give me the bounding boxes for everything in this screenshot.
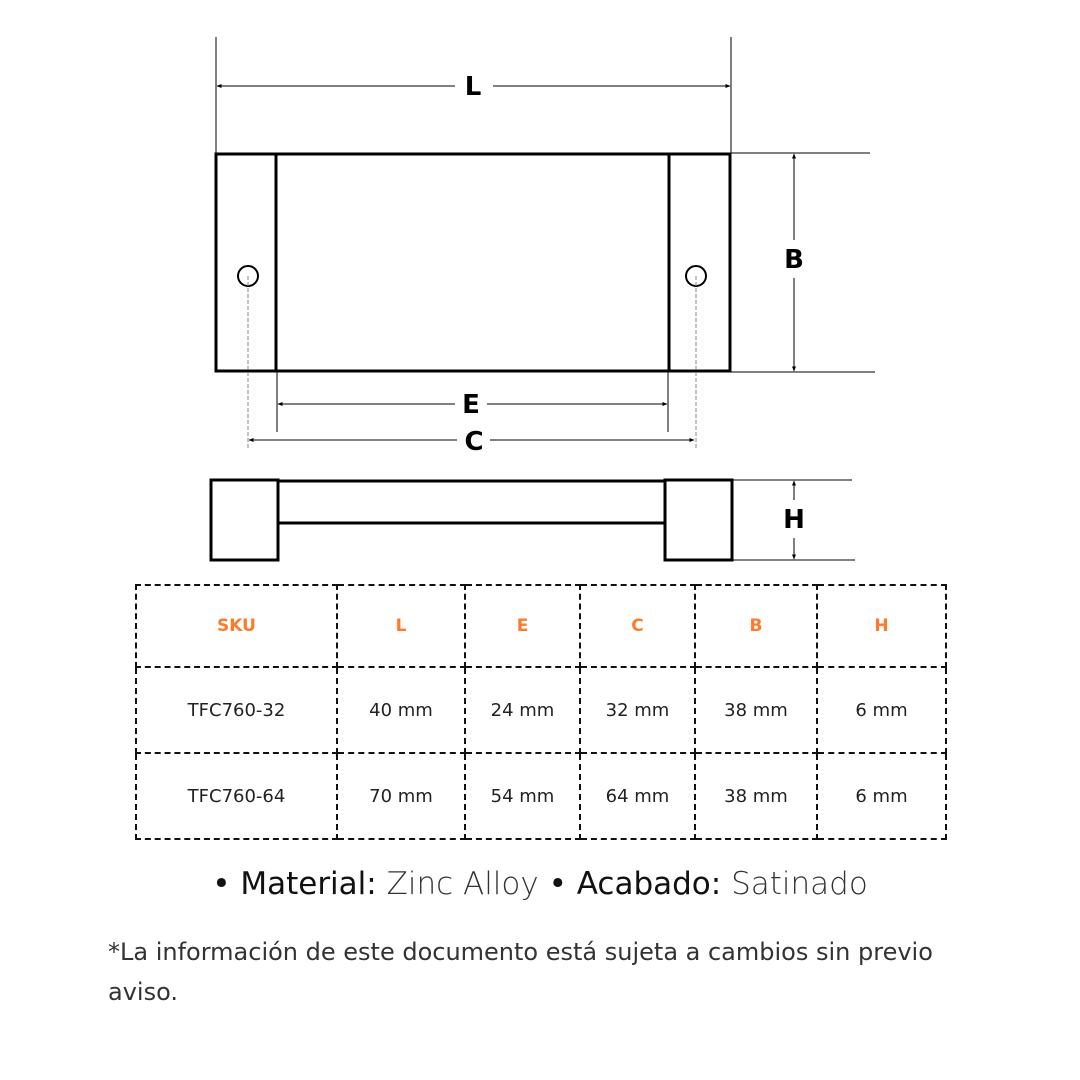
top-view [214, 152, 732, 373]
dimension-E [276, 371, 669, 432]
table-cell: 54 mm [464, 752, 581, 840]
table-cell: TFC760-64 [135, 752, 338, 840]
table-cell: 6 mm [816, 666, 947, 755]
table-cell: 6 mm [816, 752, 947, 840]
column-header: C [579, 583, 696, 669]
dimension-L [215, 37, 732, 154]
specs-line: • Material: Zinc Alloy • Acabado: Satina… [0, 866, 1080, 902]
dimension-B [730, 152, 875, 373]
dimension-C [247, 276, 697, 450]
table-cell: 32 mm [579, 666, 696, 755]
label-L: L [465, 72, 482, 102]
column-header: E [464, 583, 581, 669]
label-H: H [783, 505, 805, 535]
bullet: • [212, 866, 231, 902]
table-cell: 70 mm [336, 752, 466, 840]
table-cell: 38 mm [694, 752, 818, 840]
material-label: Material: [240, 866, 377, 902]
material-value: Zinc Alloy [386, 866, 539, 902]
column-header: H [816, 583, 947, 669]
column-header: SKU [135, 583, 338, 669]
disclaimer-note: *La información de este documento está s… [108, 938, 933, 1006]
dimension-drawing: L B E C H [209, 37, 875, 562]
finish-value: Satinado [731, 866, 868, 902]
table-cell: TFC760-32 [135, 666, 338, 755]
bullet: • [548, 866, 567, 902]
dimension-H [732, 479, 855, 561]
side-view [209, 478, 734, 562]
table-cell: 40 mm [336, 666, 466, 755]
label-E: E [462, 390, 480, 420]
label-C: C [464, 427, 483, 457]
table-cell: 64 mm [579, 752, 696, 840]
table-cell: 24 mm [464, 666, 581, 755]
column-header: L [336, 583, 466, 669]
column-header: B [694, 583, 818, 669]
finish-label: Acabado: [576, 866, 722, 902]
label-B: B [784, 245, 804, 275]
table-cell: 38 mm [694, 666, 818, 755]
